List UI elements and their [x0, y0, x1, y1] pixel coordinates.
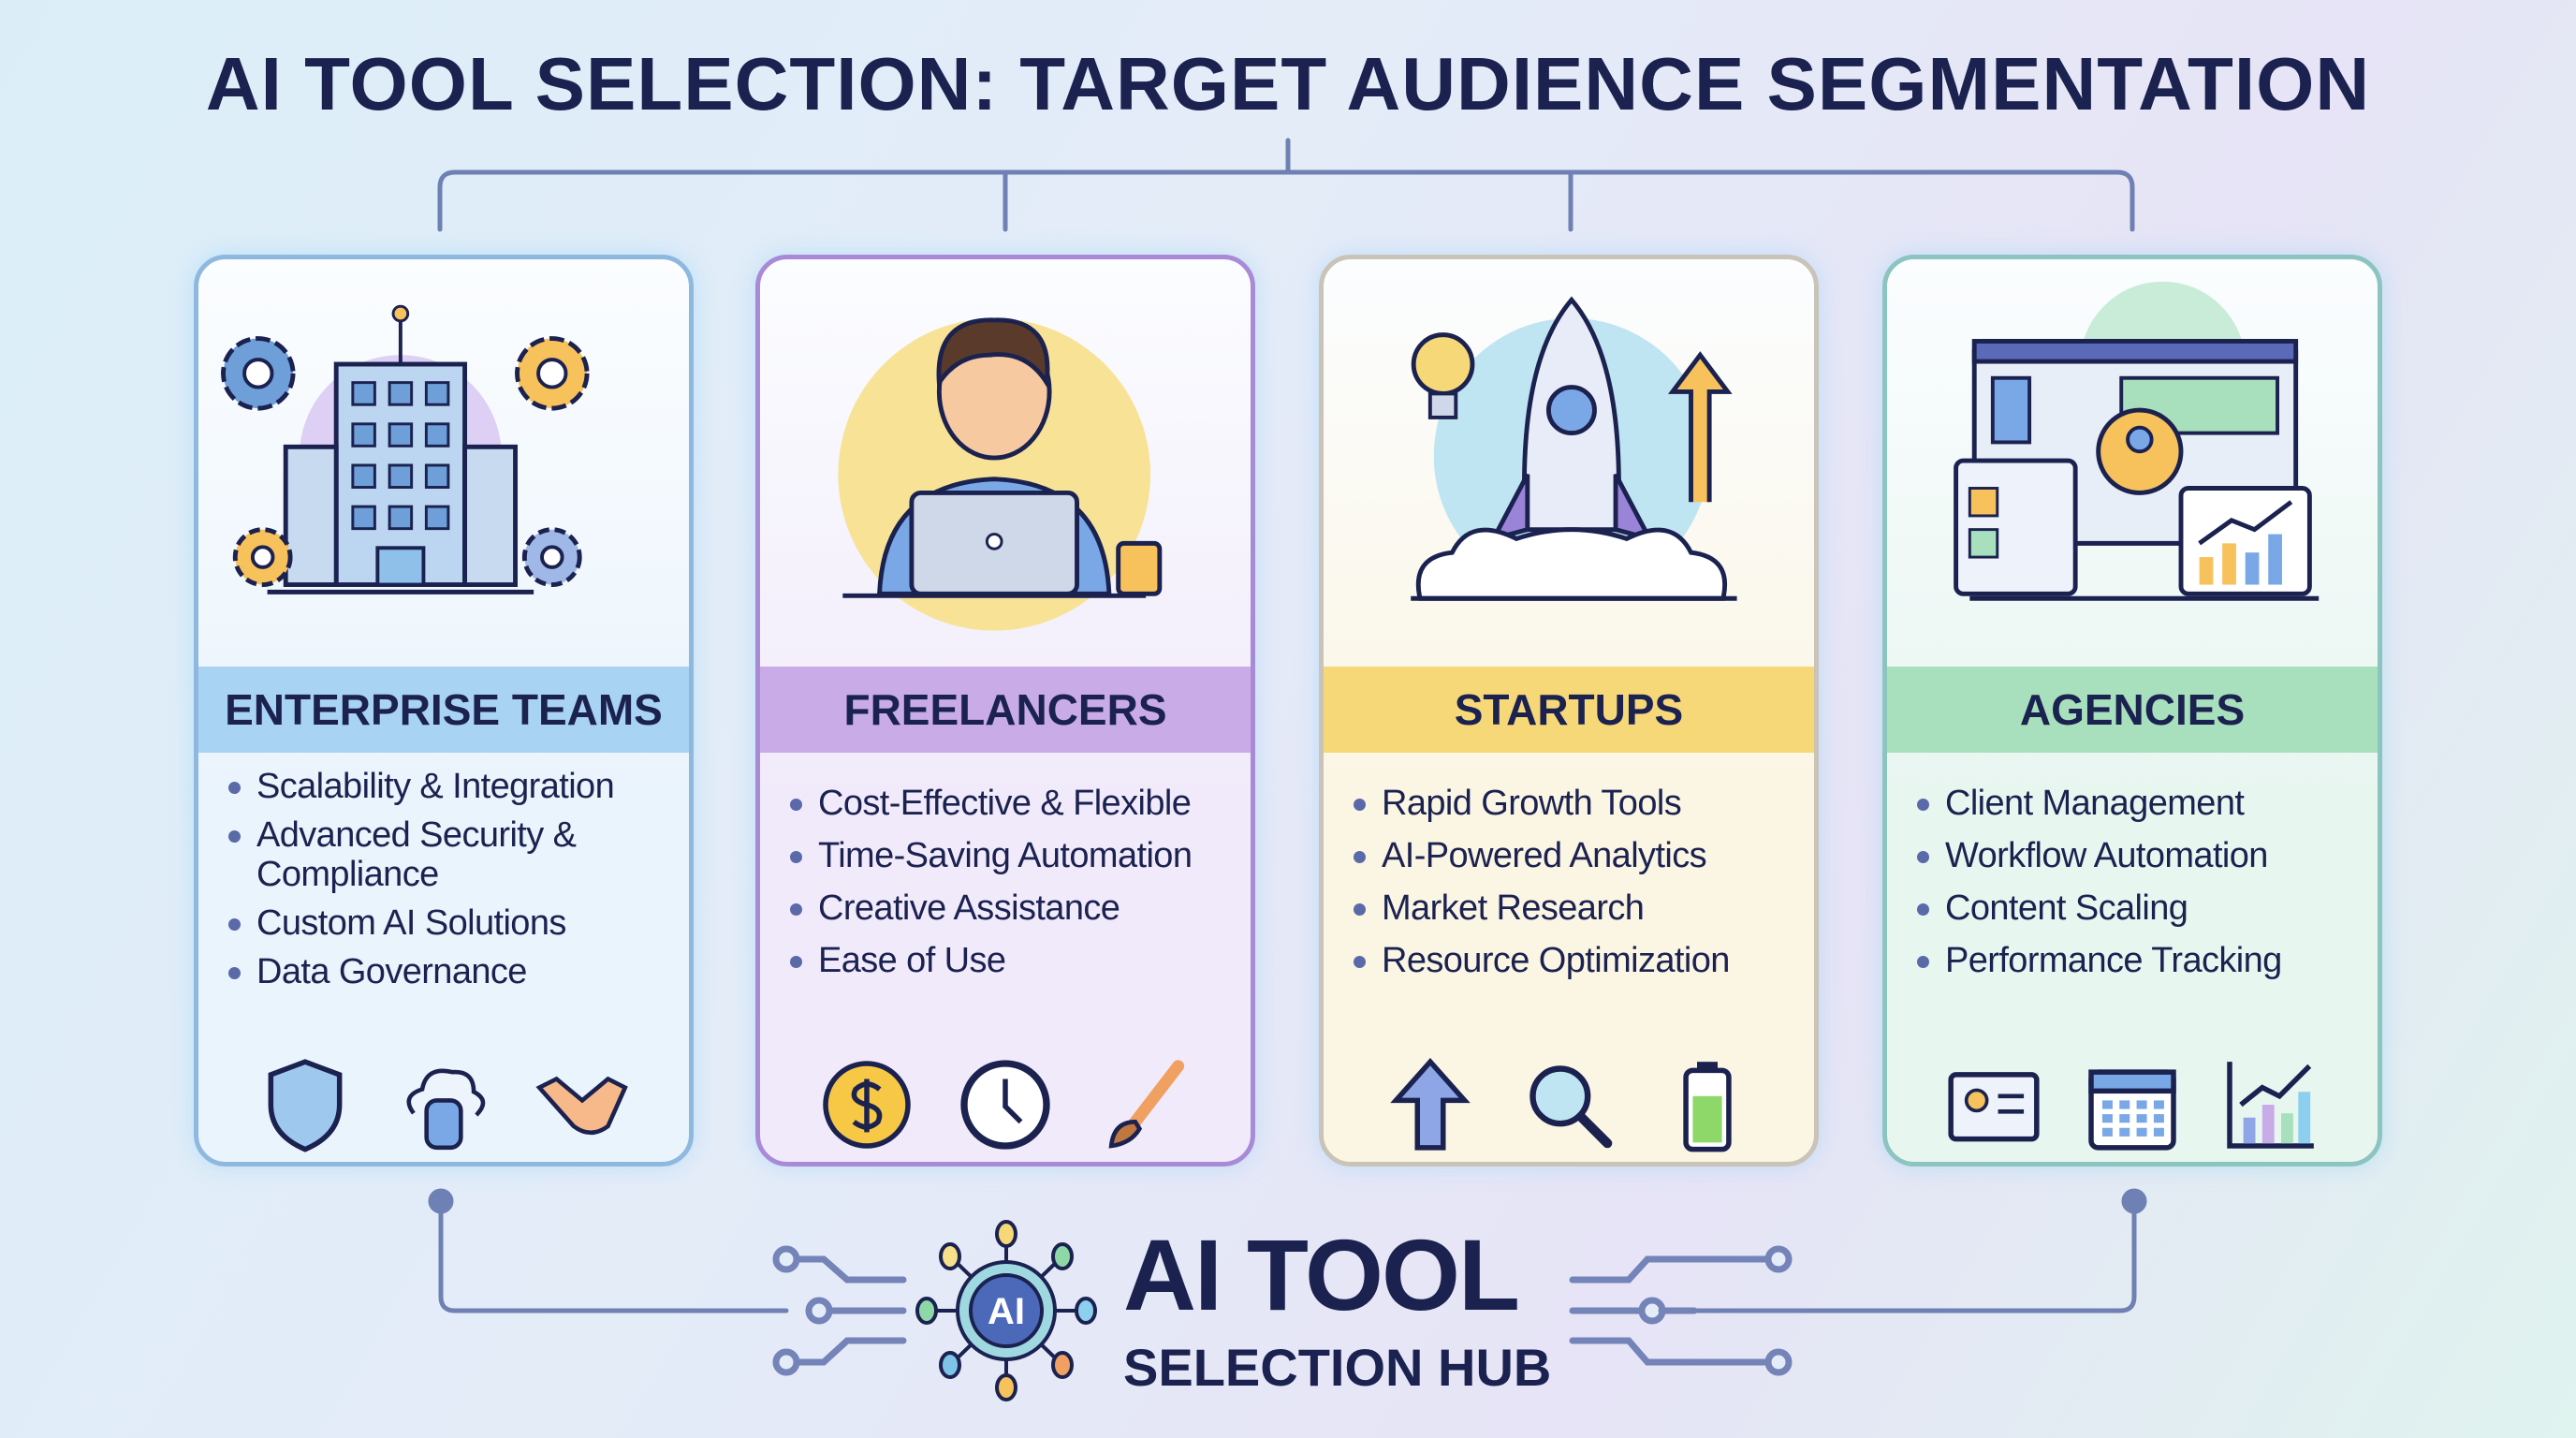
feature-item: Advanced Security & Compliance	[225, 815, 683, 894]
ai-hub-logo-icon: AI	[915, 1220, 1097, 1401]
feature-item: Data Governance	[225, 952, 683, 991]
feature-item: Workflow Automation	[1913, 836, 2372, 875]
dollar-coin-icon	[823, 1061, 911, 1149]
hub-title: AI TOOL	[1123, 1218, 1520, 1331]
bar-chart-icon	[2227, 1062, 2314, 1149]
feature-item: Rapid Growth Tools	[1350, 784, 1808, 823]
feature-item: Ease of Use	[786, 941, 1245, 980]
feature-item: Content Scaling	[1913, 888, 2372, 928]
page-title: AI TOOL SELECTION: TARGET AUDIENCE SEGME…	[205, 42, 2371, 125]
feature-item: Resource Optimization	[1350, 941, 1808, 980]
card-header-freelancers: FREELANCERS	[760, 667, 1251, 753]
clock-icon	[960, 1060, 1050, 1150]
icon-row	[1887, 1053, 2378, 1156]
paintbrush-icon	[1108, 1060, 1185, 1149]
magnifier-icon	[1530, 1065, 1613, 1149]
battery-icon	[1683, 1062, 1732, 1152]
card-header-enterprise-teams: ENTERPRISE TEAMS	[198, 667, 689, 753]
dashboards-with-client-profile-illustration	[1954, 281, 2320, 601]
feature-item: Client Management	[1913, 784, 2372, 823]
icon-row	[760, 1053, 1251, 1156]
rocket-launch-with-lightbulb-illustration	[1411, 296, 1737, 601]
card-header-agencies: AGENCIES	[1887, 667, 2378, 753]
feature-item: Custom AI Solutions	[225, 903, 683, 943]
office-building-with-gears-illustration	[221, 304, 590, 594]
handshake-icon	[535, 1076, 628, 1136]
feature-item: Market Research	[1350, 888, 1808, 928]
hub-logo-text: AI	[988, 1291, 1025, 1332]
feature-item: Cost-Effective & Flexible	[786, 784, 1245, 823]
arrow-up-icon	[1390, 1058, 1471, 1151]
cloud-database-icon	[406, 1068, 486, 1151]
icon-row	[198, 1053, 689, 1156]
feature-item: Performance Tracking	[1913, 941, 2372, 980]
icon-row	[1324, 1053, 1814, 1156]
feature-item: Scalability & Integration	[225, 767, 683, 806]
hub-subtitle: SELECTION HUB	[1123, 1338, 1552, 1397]
shield-icon	[268, 1059, 343, 1152]
feature-item: Creative Assistance	[786, 888, 1245, 928]
feature-item: Time-Saving Automation	[786, 836, 1245, 875]
card-enterprise-teams: ENTERPRISE TEAMS Scalability & Integrati…	[194, 255, 694, 1167]
person-with-laptop-and-coffee-illustration	[838, 317, 1163, 631]
id-card-icon	[1948, 1072, 2040, 1142]
card-header-startups: STARTUPS	[1324, 667, 1814, 753]
calendar-icon	[2088, 1069, 2176, 1151]
feature-item: AI-Powered Analytics	[1350, 836, 1808, 875]
